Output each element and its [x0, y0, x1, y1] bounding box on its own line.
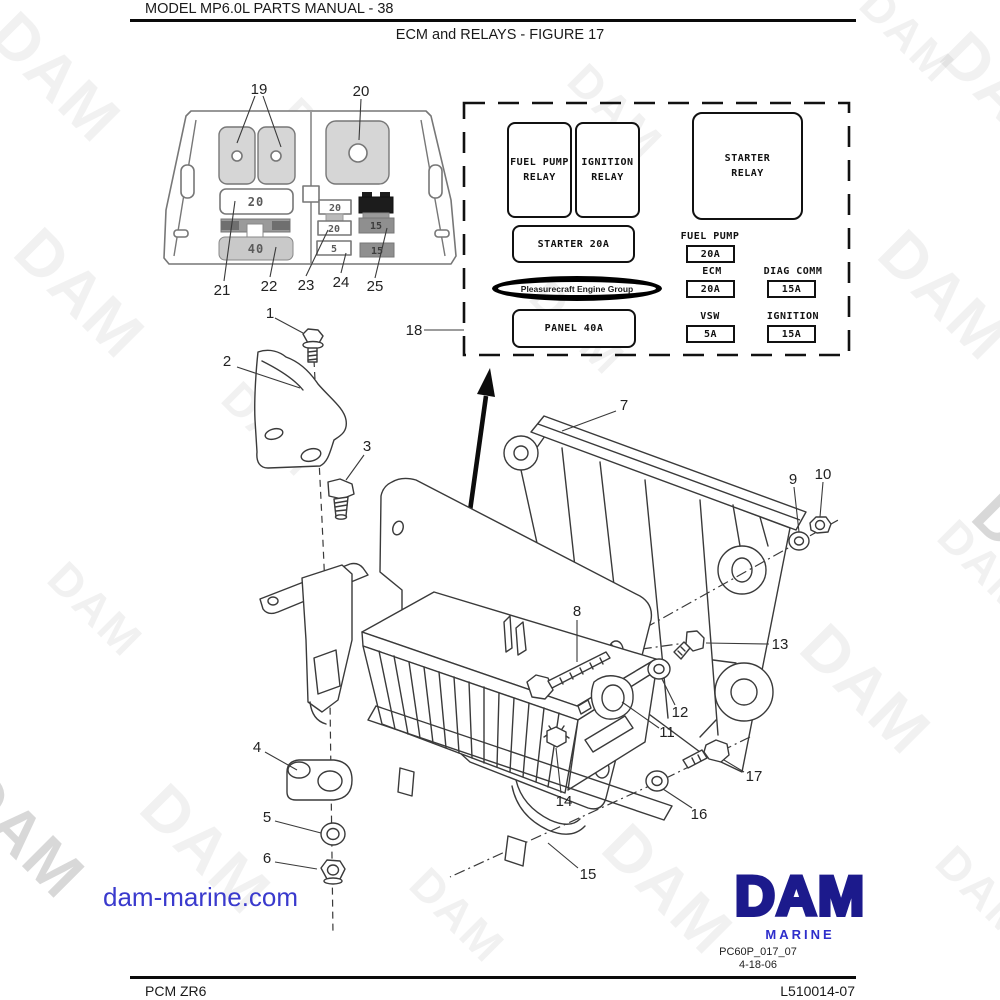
clamp-4 — [286, 759, 353, 801]
grommet-11 — [577, 675, 634, 720]
callout-5: 5 — [263, 809, 271, 826]
nut-6 — [320, 859, 346, 885]
header-rule — [130, 19, 856, 22]
callout-10: 10 — [815, 466, 832, 483]
fuse-5a — [316, 240, 352, 256]
fuse-20a-2 — [317, 220, 352, 236]
page-title: MODEL MP6.0L PARTS MANUAL - 38 — [145, 1, 394, 17]
arrow-head — [477, 368, 495, 397]
svg-text:15: 15 — [370, 221, 382, 232]
svg-text:15: 15 — [371, 246, 383, 257]
fuse-label-ecm: ECM — [702, 266, 722, 277]
svg-text:20: 20 — [248, 195, 264, 209]
figure-title: ECM and RELAYS - FIGURE 17 — [395, 27, 605, 43]
marine-label: MARINE — [765, 927, 835, 942]
fuse-15a-2 — [359, 242, 395, 258]
fuse-label-diag-comm: DIAG COMM — [763, 266, 823, 277]
callout-3: 3 — [363, 438, 371, 455]
washer-12 — [647, 658, 671, 680]
fuse-label-vsw: VSW — [700, 311, 720, 322]
callout-6: 6 — [263, 850, 271, 867]
pleasurecraft-logo-text: Pleasurecraft Engine Group — [520, 283, 634, 294]
nut-3 — [327, 478, 355, 520]
fuse-rating-fuel-pump: 20A — [686, 245, 735, 263]
fuse-20a-main — [219, 188, 294, 215]
callout-14: 14 — [556, 793, 573, 810]
svg-text:20: 20 — [329, 203, 341, 214]
fuse-rating-ignition: 15A — [767, 325, 816, 343]
callout-21: 21 — [214, 282, 231, 299]
starter-breaker-box: STARTER 20A — [512, 225, 635, 263]
exploded-assembly — [236, 317, 841, 936]
pleasurecraft-logo-oval: Pleasurecraft Engine Group — [492, 276, 662, 301]
callout-22: 22 — [261, 278, 278, 295]
relay-legend: FUEL PUMP RELAY IGNITION RELAY STARTER R… — [464, 103, 849, 355]
svg-text:40: 40 — [248, 242, 264, 256]
fuel-pump-relay-box: FUEL PUMP RELAY — [507, 122, 572, 218]
bolt-17 — [682, 739, 730, 769]
nut-10 — [809, 516, 832, 534]
doc-date: 4-18-06 — [739, 959, 777, 971]
bolt-1 — [302, 328, 324, 363]
callout-labels: 1 2 3 4 5 6 7 8 9 10 11 12 13 14 15 16 1… — [214, 81, 832, 883]
callout-13: 13 — [772, 636, 789, 653]
callout-1: 1 — [266, 305, 274, 322]
ignition-relay-box: IGNITION RELAY — [575, 122, 640, 218]
callout-19: 19 — [251, 81, 268, 98]
fuse-label-ignition: IGNITION — [766, 311, 820, 322]
brand-block: DAM MARINE — [700, 864, 900, 943]
callout-15: 15 — [580, 866, 597, 883]
callout-16: 16 — [691, 806, 708, 823]
fuse-label-fuel-pump: FUEL PUMP — [680, 231, 740, 242]
dam-logo: DAM — [733, 864, 867, 928]
callout-7: 7 — [620, 397, 628, 414]
fuse-panel-inset: 20 40 20 20 5 15 15 — [163, 95, 457, 282]
callout-17: 17 — [746, 768, 763, 785]
callout-24: 24 — [333, 274, 350, 291]
washer-5 — [320, 822, 346, 846]
callout-25: 25 — [367, 278, 384, 295]
washer-9 — [788, 531, 810, 551]
callout-8: 8 — [573, 603, 581, 620]
bolt-13 — [673, 630, 705, 660]
callout-2: 2 — [223, 353, 231, 370]
bolt-8 — [526, 651, 611, 700]
doc-number: PC60P_017_07 — [719, 946, 797, 958]
lower-bracket — [259, 562, 369, 725]
fuse-rating-ecm: 20A — [686, 280, 735, 298]
callout-20: 20 — [353, 83, 370, 100]
callout-18: 18 — [406, 322, 423, 339]
fuse-15a-1 — [358, 217, 395, 234]
bottom-rail — [367, 705, 673, 867]
fuse-rating-diag-comm: 15A — [767, 280, 816, 298]
washer-16 — [645, 770, 669, 792]
callout-4: 4 — [253, 739, 261, 756]
callout-23: 23 — [298, 277, 315, 294]
heat-sink-plate — [503, 415, 807, 773]
callout-9: 9 — [789, 471, 797, 488]
nut-14 — [543, 725, 570, 748]
footer-rule — [130, 976, 856, 979]
fuse-rating-vsw: 5A — [686, 325, 735, 343]
callout-12: 12 — [672, 704, 689, 721]
footer-model: PCM ZR6 — [145, 983, 207, 999]
footer-doc-id: L510014-07 — [780, 983, 855, 999]
svg-text:20: 20 — [328, 224, 340, 235]
upper-bracket — [254, 349, 348, 469]
panel-fuse-box: PANEL 40A — [512, 309, 636, 348]
svg-text:5: 5 — [331, 244, 337, 255]
starter-relay-box: STARTER RELAY — [692, 112, 803, 220]
callout-11: 11 — [659, 724, 675, 741]
website-link[interactable]: dam-marine.com — [103, 882, 299, 912]
